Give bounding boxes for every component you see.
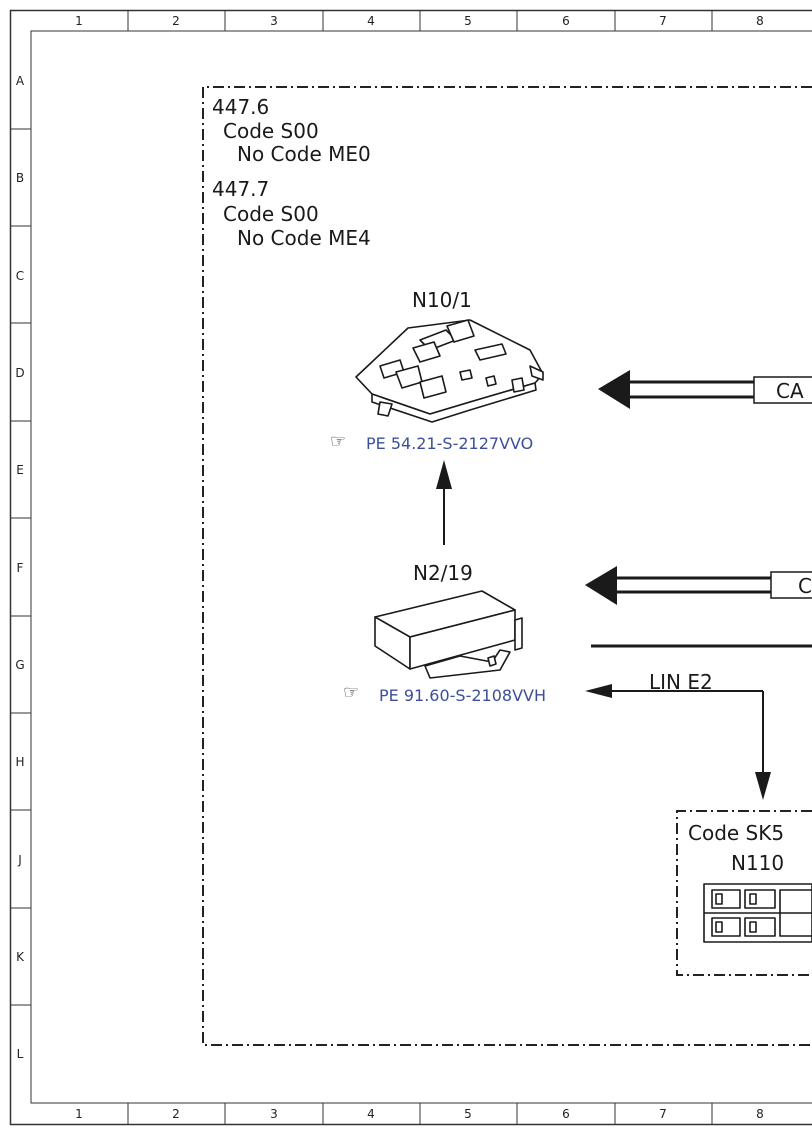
condition-447-7-no-code: No Code ME4 (237, 226, 371, 250)
condition-447-6-code: Code S00 (223, 119, 319, 143)
inner-frame (30, 30, 812, 1104)
column-label-1: 1 (75, 14, 83, 28)
column-label-1-bottom: 1 (75, 1107, 83, 1121)
can-top-label: CA (776, 379, 804, 403)
column-label-4: 4 (367, 14, 375, 28)
row-label-h: H (15, 755, 25, 769)
column-label-7-bottom: 7 (659, 1107, 667, 1121)
can-mid-arrow (585, 566, 812, 605)
can-top-box (753, 376, 812, 404)
column-dividers (127, 10, 713, 1124)
row-label-c: C (15, 269, 25, 283)
lin-e2-label: LIN E2 (649, 670, 713, 694)
row-label-l: L (16, 1047, 24, 1061)
column-label-3-bottom: 3 (270, 1107, 278, 1121)
row-label-k: K (16, 950, 24, 964)
column-label-6-bottom: 6 (562, 1107, 570, 1121)
row-label-g: G (15, 658, 25, 672)
column-label-8-bottom: 8 (756, 1107, 764, 1121)
row-label-b: B (15, 171, 25, 185)
code-sk5-boundary (676, 810, 812, 976)
column-label-3: 3 (270, 14, 278, 28)
outer-frame (9, 9, 812, 1126)
condition-447-6-number: 447.6 (212, 95, 270, 119)
can-mid-label: C (798, 574, 812, 598)
can-top-arrow (598, 370, 812, 409)
n110-unit-drawing (703, 883, 812, 943)
column-label-5: 5 (464, 14, 472, 28)
column-label-6: 6 (562, 14, 570, 28)
column-label-2-bottom: 2 (172, 1107, 180, 1121)
code-sk5-label: Code SK5 (688, 821, 785, 845)
row-label-d: D (15, 366, 25, 380)
n2-19-to-n10-1-arrow (436, 460, 452, 545)
n2-19-reference-link[interactable]: PE 91.60-S-2108VVH (379, 686, 546, 705)
condition-447-6-no-code: No Code ME0 (237, 142, 371, 166)
n2-19-label: N2/19 (413, 561, 473, 585)
column-label-5-bottom: 5 (464, 1107, 472, 1121)
n10-1-label: N10/1 (412, 288, 472, 312)
n10-1-reference-link[interactable]: PE 54.21-S-2127VVO (366, 434, 534, 453)
n2-19-unit-drawing (374, 590, 523, 679)
pointing-hand-icon: ☞ (343, 682, 360, 703)
column-label-7: 7 (659, 14, 667, 28)
row-dividers (10, 128, 31, 1006)
condition-447-7-number: 447.7 (212, 177, 270, 201)
lin-e2-connection (585, 684, 771, 800)
column-label-2: 2 (172, 14, 180, 28)
n10-1-unit-drawing (355, 319, 544, 423)
n110-label: N110 (731, 851, 785, 875)
row-label-a: A (15, 74, 25, 88)
pointing-hand-icon: ☞ (330, 431, 347, 452)
condition-boundary (202, 86, 812, 1046)
column-label-8: 8 (756, 14, 764, 28)
condition-447-7-code: Code S00 (223, 202, 319, 226)
can-mid-box (770, 571, 812, 599)
column-label-4-bottom: 4 (367, 1107, 375, 1121)
row-label-f: F (16, 561, 24, 575)
row-label-j: J (18, 853, 22, 867)
row-label-e: E (16, 463, 24, 477)
